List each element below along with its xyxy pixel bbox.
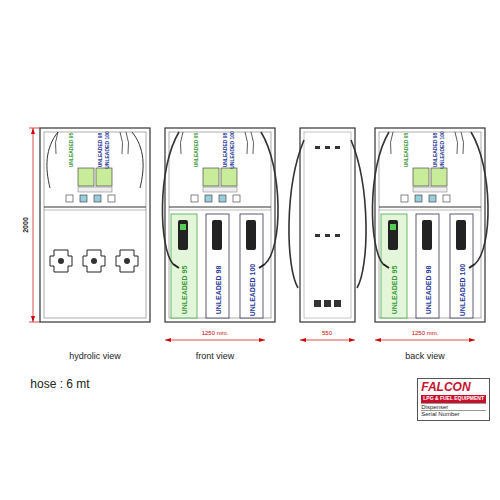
fuel-grade-label: UNLEADED 100 xyxy=(105,131,110,169)
title-field: LPG & FUEL EQUIPMENT xyxy=(421,395,486,403)
fuel-grade-label: UNLEADED 95 xyxy=(391,266,398,315)
dimension-text: 550 xyxy=(322,330,332,336)
fuel-grade-label: 2000 xyxy=(22,217,29,233)
fuel-grade-label: UNLEADED 98 xyxy=(433,133,438,168)
fuel-grade-label: UNLEADED 95 xyxy=(194,133,199,168)
fuel-grade-label: UNLEADED 98 xyxy=(98,133,103,168)
dimension-text: 1250 mm. xyxy=(412,330,439,336)
fuel-grade-label: UNLEADED 98 xyxy=(425,266,432,315)
title-block: FALCONLPG & FUEL EQUIPMENTDispenserSeria… xyxy=(417,378,490,421)
title-field: Serial Number xyxy=(421,410,486,418)
fuel-grade-label: UNLEADED 100 xyxy=(249,264,256,317)
view-caption: hose : 6 mt xyxy=(30,378,89,390)
dimension-text: 1250 mm. xyxy=(202,330,229,336)
fuel-grade-label: UNLEADED 95 xyxy=(181,266,188,315)
fuel-grade-label: UNLEADED 100 xyxy=(230,131,235,169)
view-caption: front view xyxy=(196,352,235,361)
brand-name: FALCON xyxy=(421,381,486,395)
fuel-grade-label: UNLEADED 95 xyxy=(404,133,409,168)
view-caption: hydrolic view xyxy=(69,352,121,361)
fuel-grade-label: UNLEADED 100 xyxy=(440,131,445,169)
fuel-grade-label: UNLEADED 98 xyxy=(223,133,228,168)
fuel-grade-label: UNLEADED 95 xyxy=(69,133,74,168)
view-caption: back view xyxy=(405,352,445,361)
title-field: Dispenser xyxy=(421,403,486,411)
fuel-grade-label: UNLEADED 100 xyxy=(459,264,466,317)
fuel-grade-label: UNLEADED 98 xyxy=(215,266,222,315)
